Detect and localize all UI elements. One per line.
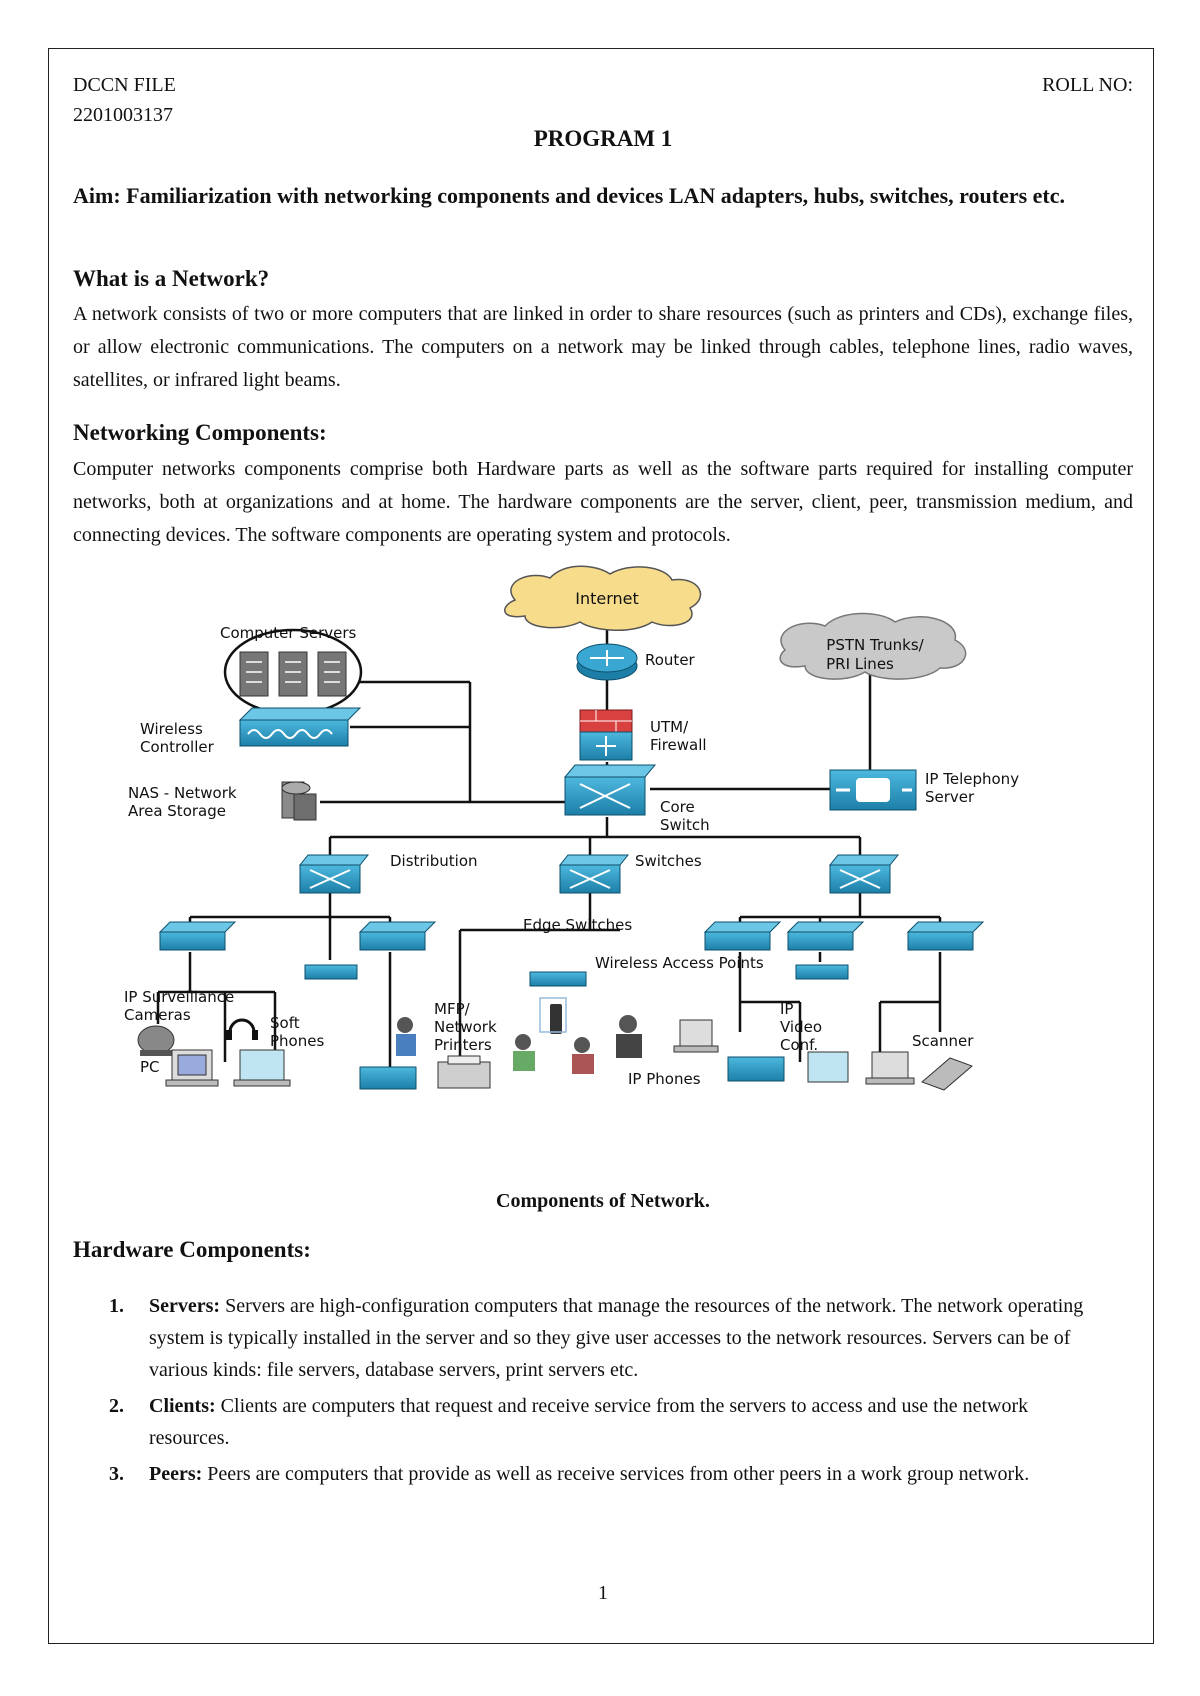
list-item: 2. Clients: Clients are computers that r…: [109, 1390, 1109, 1454]
connection-lines: [156, 612, 942, 1072]
ip-phone-icon: [359, 1066, 417, 1090]
section-heading-hardware: Hardware Components:: [73, 1237, 311, 1262]
edge-switch-icon: [703, 921, 782, 951]
header-left: DCCN FILE 2201003137: [73, 70, 176, 130]
distribution-label: Distribution: [390, 852, 478, 870]
router-label: Router: [645, 651, 696, 669]
list-term: Servers:: [149, 1295, 221, 1317]
wireless-access-point-icon: [529, 971, 587, 987]
program-title: PROGRAM 1: [533, 126, 673, 151]
section-body-network: A network consists of two or more comput…: [73, 303, 1133, 391]
section-heading-components: Networking Components:: [73, 420, 327, 445]
edge-switch-icon: [906, 921, 985, 951]
list-item: 3. Peers: Peers are computers that provi…: [109, 1458, 1109, 1490]
file-title: DCCN FILE: [73, 74, 176, 96]
video-conference-icon: [807, 1051, 849, 1083]
page-number: 1: [598, 1582, 608, 1604]
list-number: 3.: [109, 1463, 124, 1485]
computer-servers-icon: [223, 628, 363, 716]
ip-phones-label: IP Phones: [628, 1070, 701, 1088]
user-icon: [513, 1034, 535, 1071]
firewall-label: UTM/Firewall: [650, 718, 707, 754]
wireless-ap-label: Wireless Access Points: [595, 954, 764, 972]
nas-icon: [281, 781, 317, 821]
user-icon: [616, 1015, 642, 1058]
distribution-switch-icon: [558, 854, 630, 894]
mobile-phone-icon: [539, 997, 567, 1034]
network-diagram: Internet PSTN Trunks/PRI Lines Router Co…: [124, 565, 1019, 1091]
user-icon: [572, 1037, 594, 1074]
laptop-icon: [865, 1051, 915, 1085]
headset-icon: [226, 1018, 258, 1040]
list-term: Clients:: [149, 1395, 216, 1417]
list-item: 1. Servers: Servers are high-configurati…: [109, 1290, 1109, 1386]
pc-icon: [165, 1049, 219, 1087]
roll-label: ROLL NO:: [1042, 74, 1133, 96]
figure-caption: Components of Network.: [496, 1190, 710, 1212]
distribution-switch-icon: [298, 854, 370, 894]
hardware-list: 1. Servers: Servers are high-configurati…: [109, 1290, 1109, 1494]
internet-cloud: Internet: [504, 565, 702, 631]
list-text: Servers are high-configuration computers…: [149, 1295, 1084, 1381]
edge-switches-label: Edge Switches: [523, 916, 632, 934]
camera-icon: [137, 1025, 175, 1056]
wireless-access-point-icon: [304, 964, 358, 980]
wireless-access-point-icon: [795, 964, 849, 980]
router-icon: [576, 643, 638, 681]
page-border: [48, 48, 1154, 1644]
soft-phone-laptop-icon: [233, 1049, 291, 1087]
list-term: Peers:: [149, 1463, 203, 1485]
pc-icon: [673, 1019, 719, 1053]
list-number: 1.: [109, 1295, 124, 1317]
scanner-icon: [921, 1057, 973, 1091]
scanner-label: Scanner: [912, 1032, 974, 1050]
wireless-controller-icon: [238, 707, 362, 747]
user-icon: [396, 1017, 416, 1056]
distribution-switch-icon: [828, 854, 900, 894]
list-text: Clients are computers that request and r…: [149, 1395, 1029, 1449]
ip-telephony-server-icon: [829, 769, 917, 811]
pc-label: PC: [140, 1058, 160, 1076]
printer-icon: [437, 1055, 491, 1089]
firewall-icon: [579, 709, 633, 761]
edge-switch-icon: [786, 921, 865, 951]
list-number: 2.: [109, 1395, 124, 1417]
edge-switch-icon: [358, 921, 437, 951]
internet-label: Internet: [575, 589, 639, 608]
switches-label: Switches: [635, 852, 702, 870]
core-switch-icon: [563, 764, 657, 816]
section-body-components: Computer networks components comprise bo…: [73, 458, 1133, 546]
computer-servers-label: Computer Servers: [220, 624, 357, 642]
pstn-cloud: PSTN Trunks/PRI Lines: [779, 612, 967, 680]
aim-text: Aim: Familiarization with networking com…: [73, 183, 1066, 208]
pstn-label: PSTN Trunks/PRI Lines: [826, 636, 925, 673]
ip-phone-icon: [727, 1056, 785, 1082]
section-heading-network: What is a Network?: [73, 266, 270, 291]
roll-number: 2201003137: [73, 104, 173, 126]
list-text: Peers are computers that provide as well…: [202, 1463, 1030, 1485]
edge-switch-icon: [158, 921, 237, 951]
